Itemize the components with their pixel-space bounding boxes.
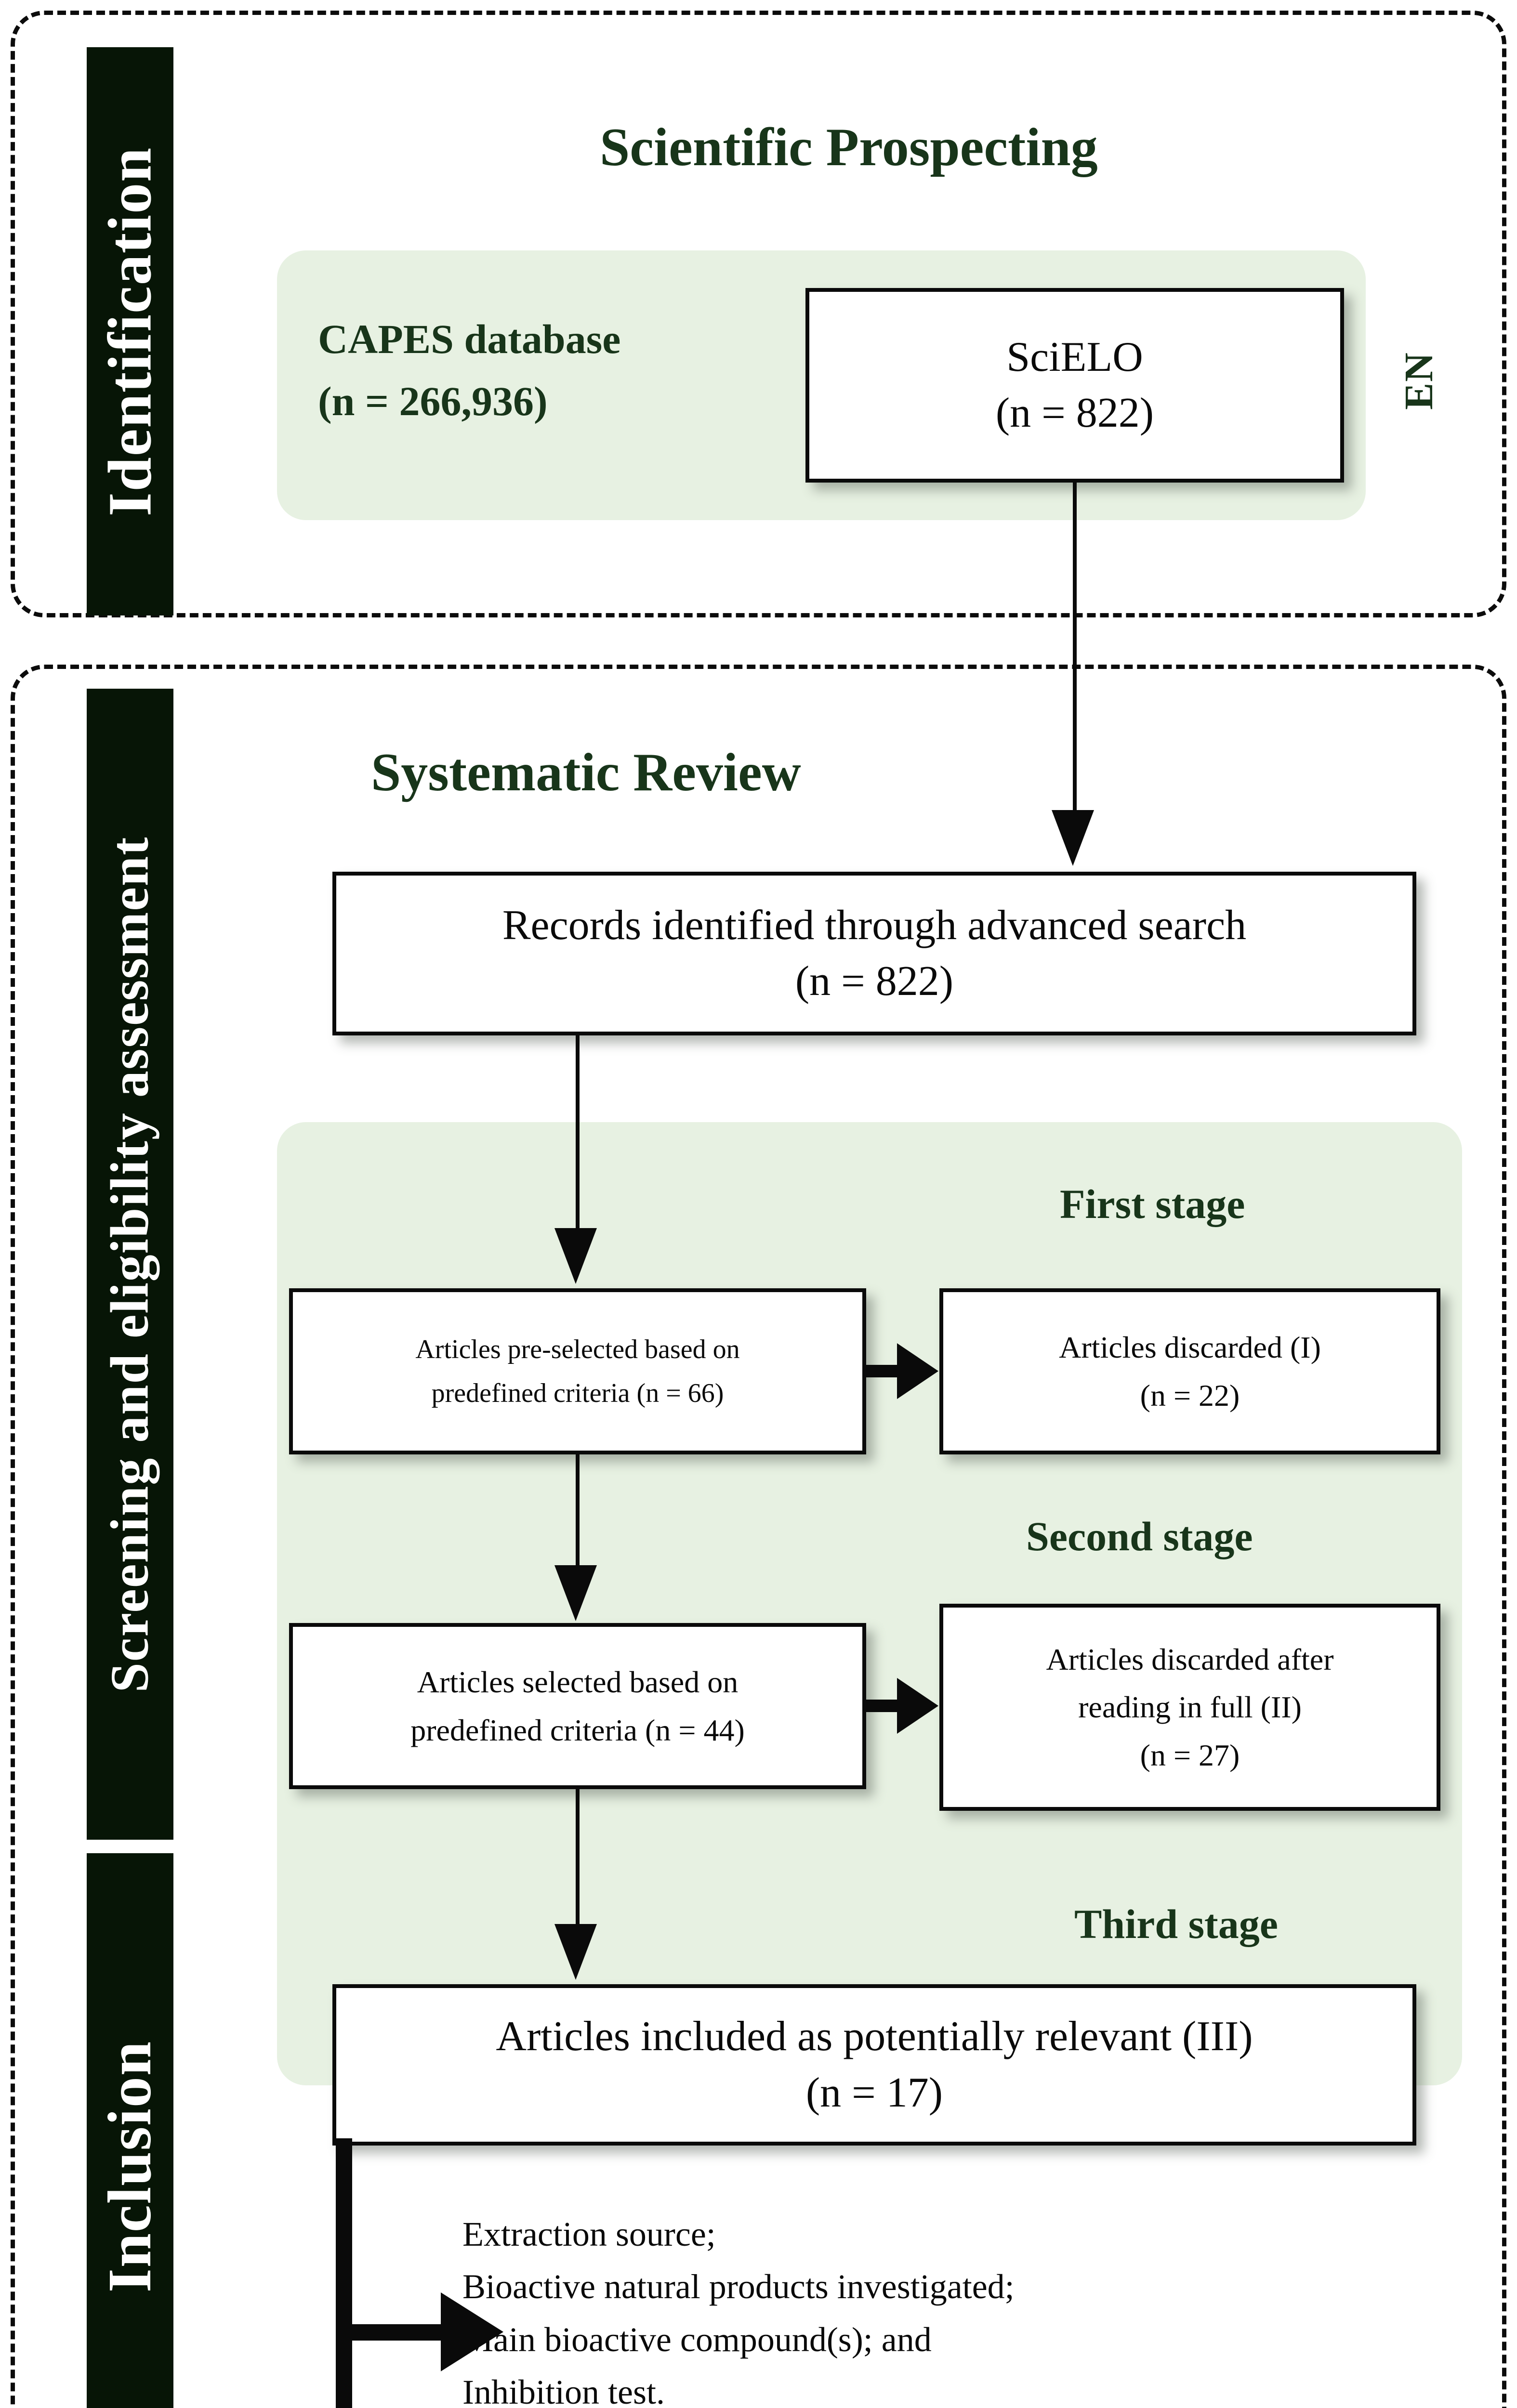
- box-articles-selected[interactable]: Articles selected based on predefined cr…: [289, 1623, 866, 1789]
- sidebar-label-identification: Identification: [87, 47, 173, 615]
- source-capes-name: CAPES database: [318, 316, 621, 362]
- sidebar-label-screening: Screening and eligibility assessment: [87, 689, 173, 1840]
- box-preselected-line2: predefined criteria (n = 66): [431, 1378, 724, 1408]
- box-discarded1-line1: Articles discarded (I): [1059, 1330, 1321, 1365]
- sidebar-label-inclusion: Inclusion: [87, 1853, 173, 2408]
- connector-included-to-outcomes-vertical: [336, 2138, 352, 2408]
- sidebar-inclusion-text: Inclusion: [95, 2040, 164, 2292]
- box-articles-discarded-i[interactable]: Articles discarded (I) (n = 22): [939, 1288, 1440, 1454]
- box-discarded2-line3: (n = 27): [1140, 1738, 1240, 1772]
- connector-records-to-preselected-line: [576, 1035, 580, 1228]
- box-records-identified[interactable]: Records identified through advanced sear…: [332, 872, 1416, 1035]
- stage-label-third: Third stage: [1074, 1901, 1278, 1947]
- box-records-line2: (n = 822): [795, 958, 954, 1005]
- box-selected-line1: Articles selected based on: [417, 1665, 739, 1700]
- connector-preselected-to-selected-line: [576, 1454, 580, 1565]
- panel-identification: [11, 11, 1506, 617]
- box-articles-included[interactable]: Articles included as potentially relevan…: [332, 1984, 1416, 2146]
- box-scielo[interactable]: SciELO (n = 822): [805, 288, 1344, 483]
- box-records-line1: Records identified through advanced sear…: [502, 902, 1247, 949]
- connector-preselected-to-discarded1-line: [866, 1365, 899, 1377]
- list-item: Inhibition test.: [462, 2373, 665, 2408]
- box-articles-discarded-ii[interactable]: Articles discarded after reading in full…: [939, 1604, 1440, 1811]
- connector-selected-to-discarded2-line: [866, 1700, 899, 1712]
- connector-included-to-outcomes-arrowhead-icon: [441, 2292, 503, 2371]
- source-capes-count: (n = 266,936): [318, 378, 548, 424]
- box-articles-preselected[interactable]: Articles pre-selected based on predefine…: [289, 1288, 866, 1454]
- connector-selected-to-included-arrowhead-icon: [554, 1924, 597, 1980]
- connector-preselected-to-selected-arrowhead-icon: [554, 1565, 597, 1621]
- box-discarded2-line1: Articles discarded after: [1046, 1642, 1334, 1677]
- connector-scielo-to-records-line: [1073, 483, 1077, 810]
- source-capes: CAPES database (n = 266,936): [318, 308, 620, 432]
- box-selected-line2: predefined criteria (n = 44): [410, 1713, 745, 1747]
- connector-selected-to-included-line: [576, 1789, 580, 1924]
- connector-records-to-preselected-arrowhead-icon: [554, 1228, 597, 1284]
- sidebar-identification-text: Identification: [95, 146, 164, 516]
- box-discarded2-line2: reading in full (II): [1078, 1690, 1302, 1725]
- language-marker-en: EN: [1387, 332, 1450, 429]
- list-item: Bioactive natural products investigated;: [462, 2267, 1015, 2306]
- title-scientific-prospecting: Scientific Prospecting: [600, 118, 1098, 177]
- connector-included-to-outcomes-horizontal: [336, 2324, 456, 2341]
- connector-selected-to-discarded2-arrowhead-icon: [897, 1678, 938, 1734]
- panel-screening-inclusion: [11, 665, 1506, 2408]
- box-scielo-count: (n = 822): [995, 390, 1154, 436]
- language-marker-text: EN: [1396, 351, 1441, 410]
- connector-preselected-to-discarded1-arrowhead-icon: [897, 1343, 938, 1399]
- outcomes-list: Extraction source; Bioactive natural pro…: [462, 2208, 1281, 2408]
- list-item: Main bioactive compound(s); and: [462, 2320, 932, 2359]
- box-preselected-line1: Articles pre-selected based on: [415, 1334, 740, 1364]
- box-scielo-name: SciELO: [1006, 333, 1143, 380]
- title-systematic-review: Systematic Review: [371, 743, 801, 802]
- box-included-line1: Articles included as potentially relevan…: [496, 2013, 1253, 2060]
- box-discarded1-line2: (n = 22): [1140, 1378, 1240, 1413]
- stage-label-second: Second stage: [1026, 1513, 1253, 1559]
- sidebar-screening-text: Screening and eligibility assessment: [100, 836, 160, 1693]
- stage-label-first: First stage: [1060, 1181, 1245, 1227]
- box-included-line2: (n = 17): [805, 2069, 943, 2116]
- list-item: Extraction source;: [462, 2215, 716, 2253]
- connector-scielo-to-records-arrowhead-icon: [1052, 810, 1094, 866]
